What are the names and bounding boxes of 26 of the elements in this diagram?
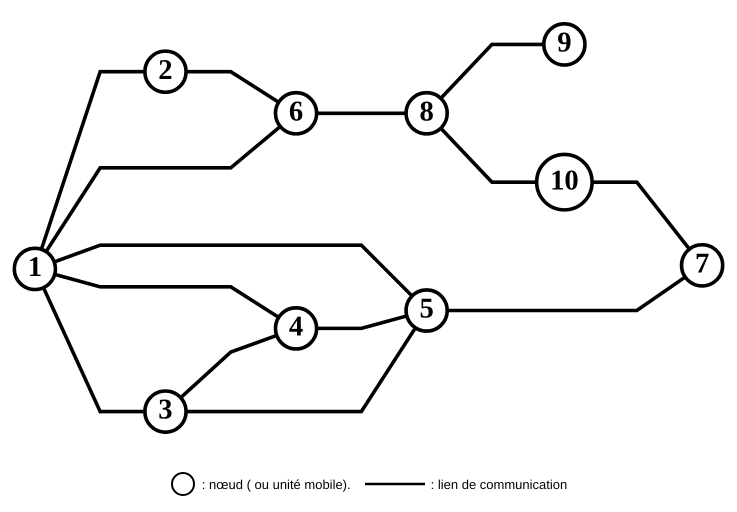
- connector: [44, 125, 282, 253]
- connector: [54, 272, 280, 319]
- connector: [316, 314, 408, 330]
- connector: [54, 243, 414, 298]
- legend-text: : lien de communication: [430, 476, 568, 492]
- connector: [42, 286, 145, 414]
- connector: [316, 112, 406, 116]
- node-circle: 6: [274, 90, 318, 136]
- connector: [440, 126, 537, 184]
- connector: [186, 70, 280, 104]
- node-circle: 1: [12, 246, 58, 292]
- connector: [440, 42, 544, 100]
- node-circle: 8: [404, 90, 449, 136]
- connector: [447, 276, 686, 312]
- legend-text: : nœud ( ou unité mobile).: [202, 476, 351, 492]
- node-circle: 7: [680, 242, 724, 288]
- connector: [40, 70, 145, 250]
- node-circle: 9: [542, 22, 587, 67]
- node-circle: 5: [404, 288, 449, 333]
- node-circle: 10: [534, 152, 594, 212]
- node-circle: 4: [274, 306, 318, 351]
- node-circle: 2: [143, 49, 188, 94]
- connector: [186, 326, 417, 414]
- node-circle: 3: [143, 389, 188, 434]
- connector: [592, 180, 691, 250]
- connector: [179, 334, 278, 400]
